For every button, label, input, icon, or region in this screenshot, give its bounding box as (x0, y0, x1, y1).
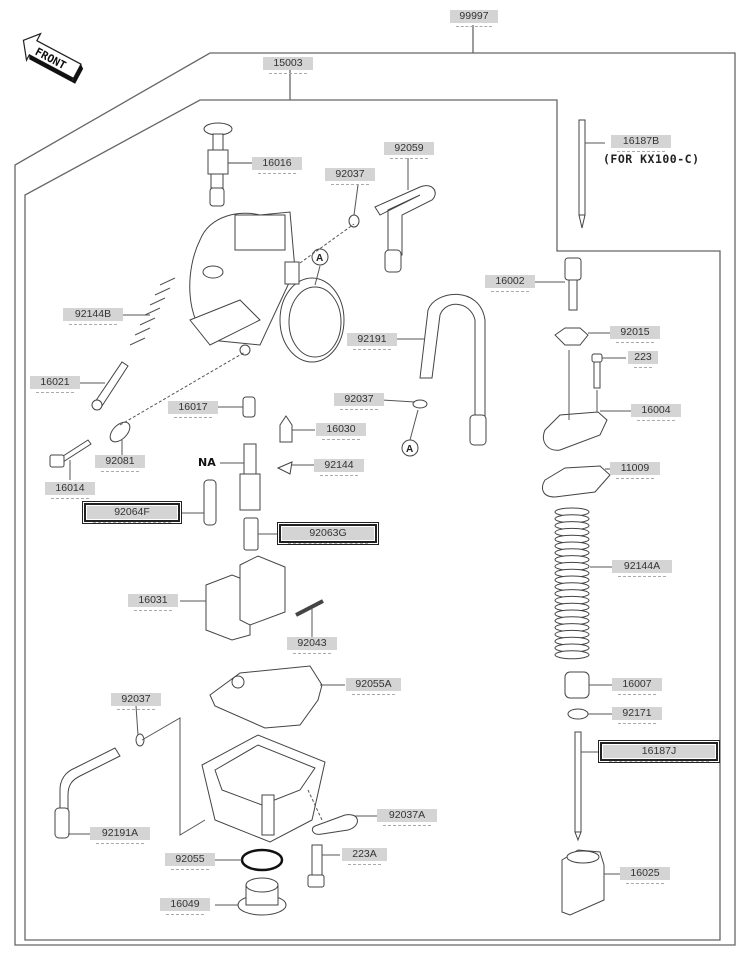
na-note: NA (198, 456, 216, 469)
svg-text:A: A (316, 253, 323, 264)
ref-a-marker: A (401, 439, 419, 457)
part-label-16004[interactable]: 16004 (631, 404, 681, 421)
part-label-16007[interactable]: 16007 (612, 678, 662, 695)
part-label-92055[interactable]: 92055 (165, 853, 215, 870)
part-223A (307, 844, 325, 888)
part-16014 (49, 439, 92, 468)
part-label-223[interactable]: 223 (628, 351, 658, 368)
part-92043 (295, 599, 324, 617)
part-label-223A[interactable]: 223A (342, 848, 387, 865)
part-label-16016[interactable]: 16016 (252, 157, 302, 174)
part-label-16002[interactable]: 16002 (485, 275, 535, 292)
part-92055 (240, 848, 284, 872)
part-16025 (561, 849, 605, 916)
part-label-99997[interactable]: 99997 (450, 10, 498, 27)
part-label-92063G[interactable]: 92063G (279, 524, 377, 544)
part-16021 (91, 361, 129, 411)
part-16030 (279, 415, 293, 443)
part-label-16014[interactable]: 16014 (45, 482, 95, 499)
part-label-16025[interactable]: 16025 (620, 867, 670, 884)
part-92059 (374, 185, 436, 256)
part-92144 (276, 461, 293, 475)
part-label-92059[interactable]: 92059 (384, 142, 434, 159)
part-label-16187B[interactable]: 16187B (611, 135, 671, 152)
front-arrow-icon: FRONT (22, 32, 84, 84)
part-label-92081[interactable]: 92081 (95, 455, 145, 472)
part-label-92037[interactable]: 92037 (325, 168, 375, 185)
part-16007 (564, 671, 590, 699)
part-11009 (542, 465, 611, 498)
part-label-92191A[interactable]: 92191A (90, 827, 150, 844)
part-92037 (135, 733, 145, 747)
part-label-92037[interactable]: 92037 (334, 393, 384, 410)
part-92063G (243, 517, 259, 551)
part-92037 (348, 214, 360, 228)
part-92191A (59, 747, 121, 811)
inner-frame (24, 99, 721, 941)
part-92191 (419, 293, 486, 421)
part-92015 (554, 327, 589, 346)
part-label-92015[interactable]: 92015 (610, 326, 660, 343)
part-92064F (203, 479, 217, 526)
part-label-15003[interactable]: 15003 (263, 57, 313, 74)
part-label-92144[interactable]: 92144 (314, 459, 364, 476)
part-label-16049[interactable]: 16049 (160, 898, 210, 915)
part-16004 (543, 411, 608, 451)
part-92037A (311, 814, 358, 835)
part-label-16017[interactable]: 16017 (168, 401, 218, 418)
part-92144A (554, 507, 590, 660)
part-92055A (209, 665, 323, 729)
ref-a-marker: A (311, 248, 329, 266)
part-label-16187J[interactable]: 16187J (600, 742, 718, 762)
spring-coil (554, 650, 590, 660)
part-label-92055A[interactable]: 92055A (346, 678, 401, 695)
part-223 (591, 353, 603, 389)
part-label-92037[interactable]: 92037 (111, 693, 161, 710)
part-label-16030[interactable]: 16030 (316, 423, 366, 440)
part-label-92043[interactable]: 92043 (287, 637, 337, 654)
part-92144B (129, 277, 176, 346)
part-label-92171[interactable]: 92171 (612, 707, 662, 724)
part-na-jet (239, 443, 261, 511)
part-label-92144B[interactable]: 92144B (63, 308, 123, 325)
part-label-92144A[interactable]: 92144A (612, 560, 672, 577)
part-label-92064F[interactable]: 92064F (84, 503, 180, 523)
part-float-bowl (201, 734, 326, 843)
kx100-note: (FOR KX100-C) (603, 152, 700, 166)
part-label-92191[interactable]: 92191 (347, 333, 397, 350)
part-16031 (205, 555, 286, 641)
part-16017 (242, 396, 256, 418)
svg-text:A: A (406, 444, 413, 455)
part-16002 (564, 257, 582, 311)
part-92171 (567, 708, 589, 720)
outer-frame (14, 52, 736, 946)
part-16049 (237, 877, 287, 916)
part-carburetor-body (189, 211, 345, 363)
part-label-16021[interactable]: 16021 (30, 376, 80, 393)
part-16187J (574, 731, 582, 842)
part-label-92037A[interactable]: 92037A (377, 809, 437, 826)
part-label-16031[interactable]: 16031 (128, 594, 178, 611)
part-label-11009[interactable]: 11009 (610, 462, 660, 479)
part-16016 (203, 122, 252, 207)
part-16187B (578, 119, 586, 229)
part-92081 (109, 421, 131, 443)
part-92037 (412, 399, 428, 409)
